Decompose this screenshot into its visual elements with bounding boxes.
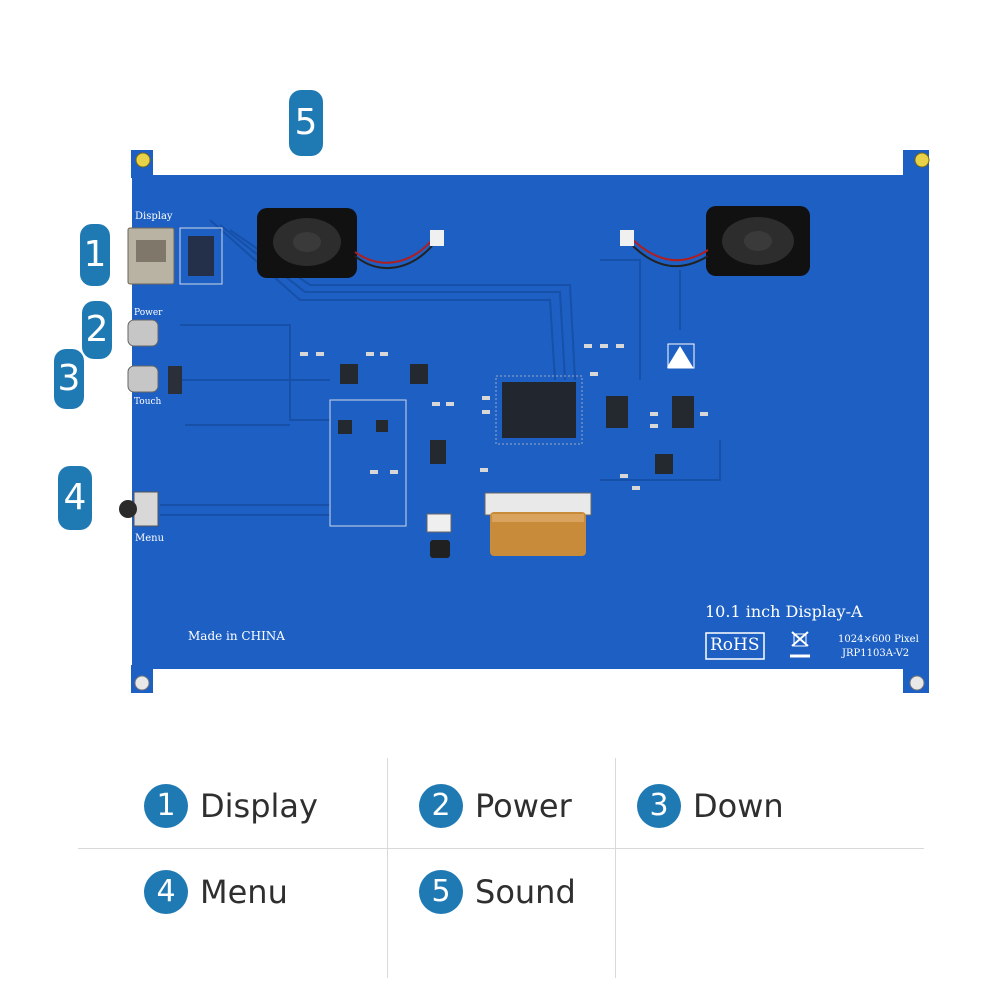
standoff bbox=[135, 152, 151, 168]
product-title: 10.1 inch Display-A bbox=[705, 602, 863, 621]
legend-number-3: 3 bbox=[637, 784, 681, 828]
rohs-box bbox=[705, 632, 765, 660]
marker-4: 4 bbox=[58, 466, 92, 530]
marker-1: 1 bbox=[80, 224, 110, 286]
board-label-power: Power bbox=[134, 308, 163, 318]
legend-divider-vertical-1 bbox=[387, 758, 388, 978]
legend-item-down: 3 Down bbox=[637, 776, 784, 836]
legend-divider-horizontal bbox=[78, 848, 924, 849]
ribbon-cable bbox=[490, 512, 586, 556]
legend-label-power: Power bbox=[475, 787, 572, 825]
legend-number-5: 5 bbox=[419, 870, 463, 914]
pixel-label: 1024×600 Pixel bbox=[838, 634, 919, 645]
ribbon-connector bbox=[484, 492, 592, 516]
board-label-touch: Touch bbox=[134, 397, 162, 407]
legend-item-sound: 5 Sound bbox=[419, 862, 576, 922]
marker-3: 3 bbox=[54, 349, 84, 409]
board-label-menu: Menu bbox=[135, 533, 165, 544]
legend-item-power: 2 Power bbox=[419, 776, 572, 836]
legend-item-display: 1 Display bbox=[144, 776, 318, 836]
speaker-right bbox=[706, 206, 810, 276]
board-label-display: Display bbox=[135, 211, 173, 222]
menu-switch bbox=[133, 491, 159, 527]
legend-divider-vertical-2 bbox=[615, 758, 616, 978]
legend-label-display: Display bbox=[200, 787, 318, 825]
speaker-left bbox=[257, 208, 357, 278]
legend-number-2: 2 bbox=[419, 784, 463, 828]
main-chip bbox=[502, 382, 576, 438]
legend-label-sound: Sound bbox=[475, 873, 576, 911]
marker-2: 2 bbox=[82, 301, 112, 359]
rohs-label: RoHS bbox=[710, 635, 760, 655]
standoff bbox=[914, 152, 930, 168]
standoff bbox=[134, 675, 150, 691]
smd-components bbox=[300, 344, 708, 490]
legend-label-down: Down bbox=[693, 787, 784, 825]
legend-number-1: 1 bbox=[144, 784, 188, 828]
legend-item-menu: 4 Menu bbox=[144, 862, 288, 922]
model-label: JRP1103A-V2 bbox=[842, 648, 910, 659]
made-in-label: Made in CHINA bbox=[188, 629, 285, 643]
usb-c-touch bbox=[127, 365, 159, 393]
legend-number-4: 4 bbox=[144, 870, 188, 914]
marker-5: 5 bbox=[289, 90, 323, 156]
standoff bbox=[909, 675, 925, 691]
legend-label-menu: Menu bbox=[200, 873, 288, 911]
usb-c-power bbox=[127, 319, 159, 347]
